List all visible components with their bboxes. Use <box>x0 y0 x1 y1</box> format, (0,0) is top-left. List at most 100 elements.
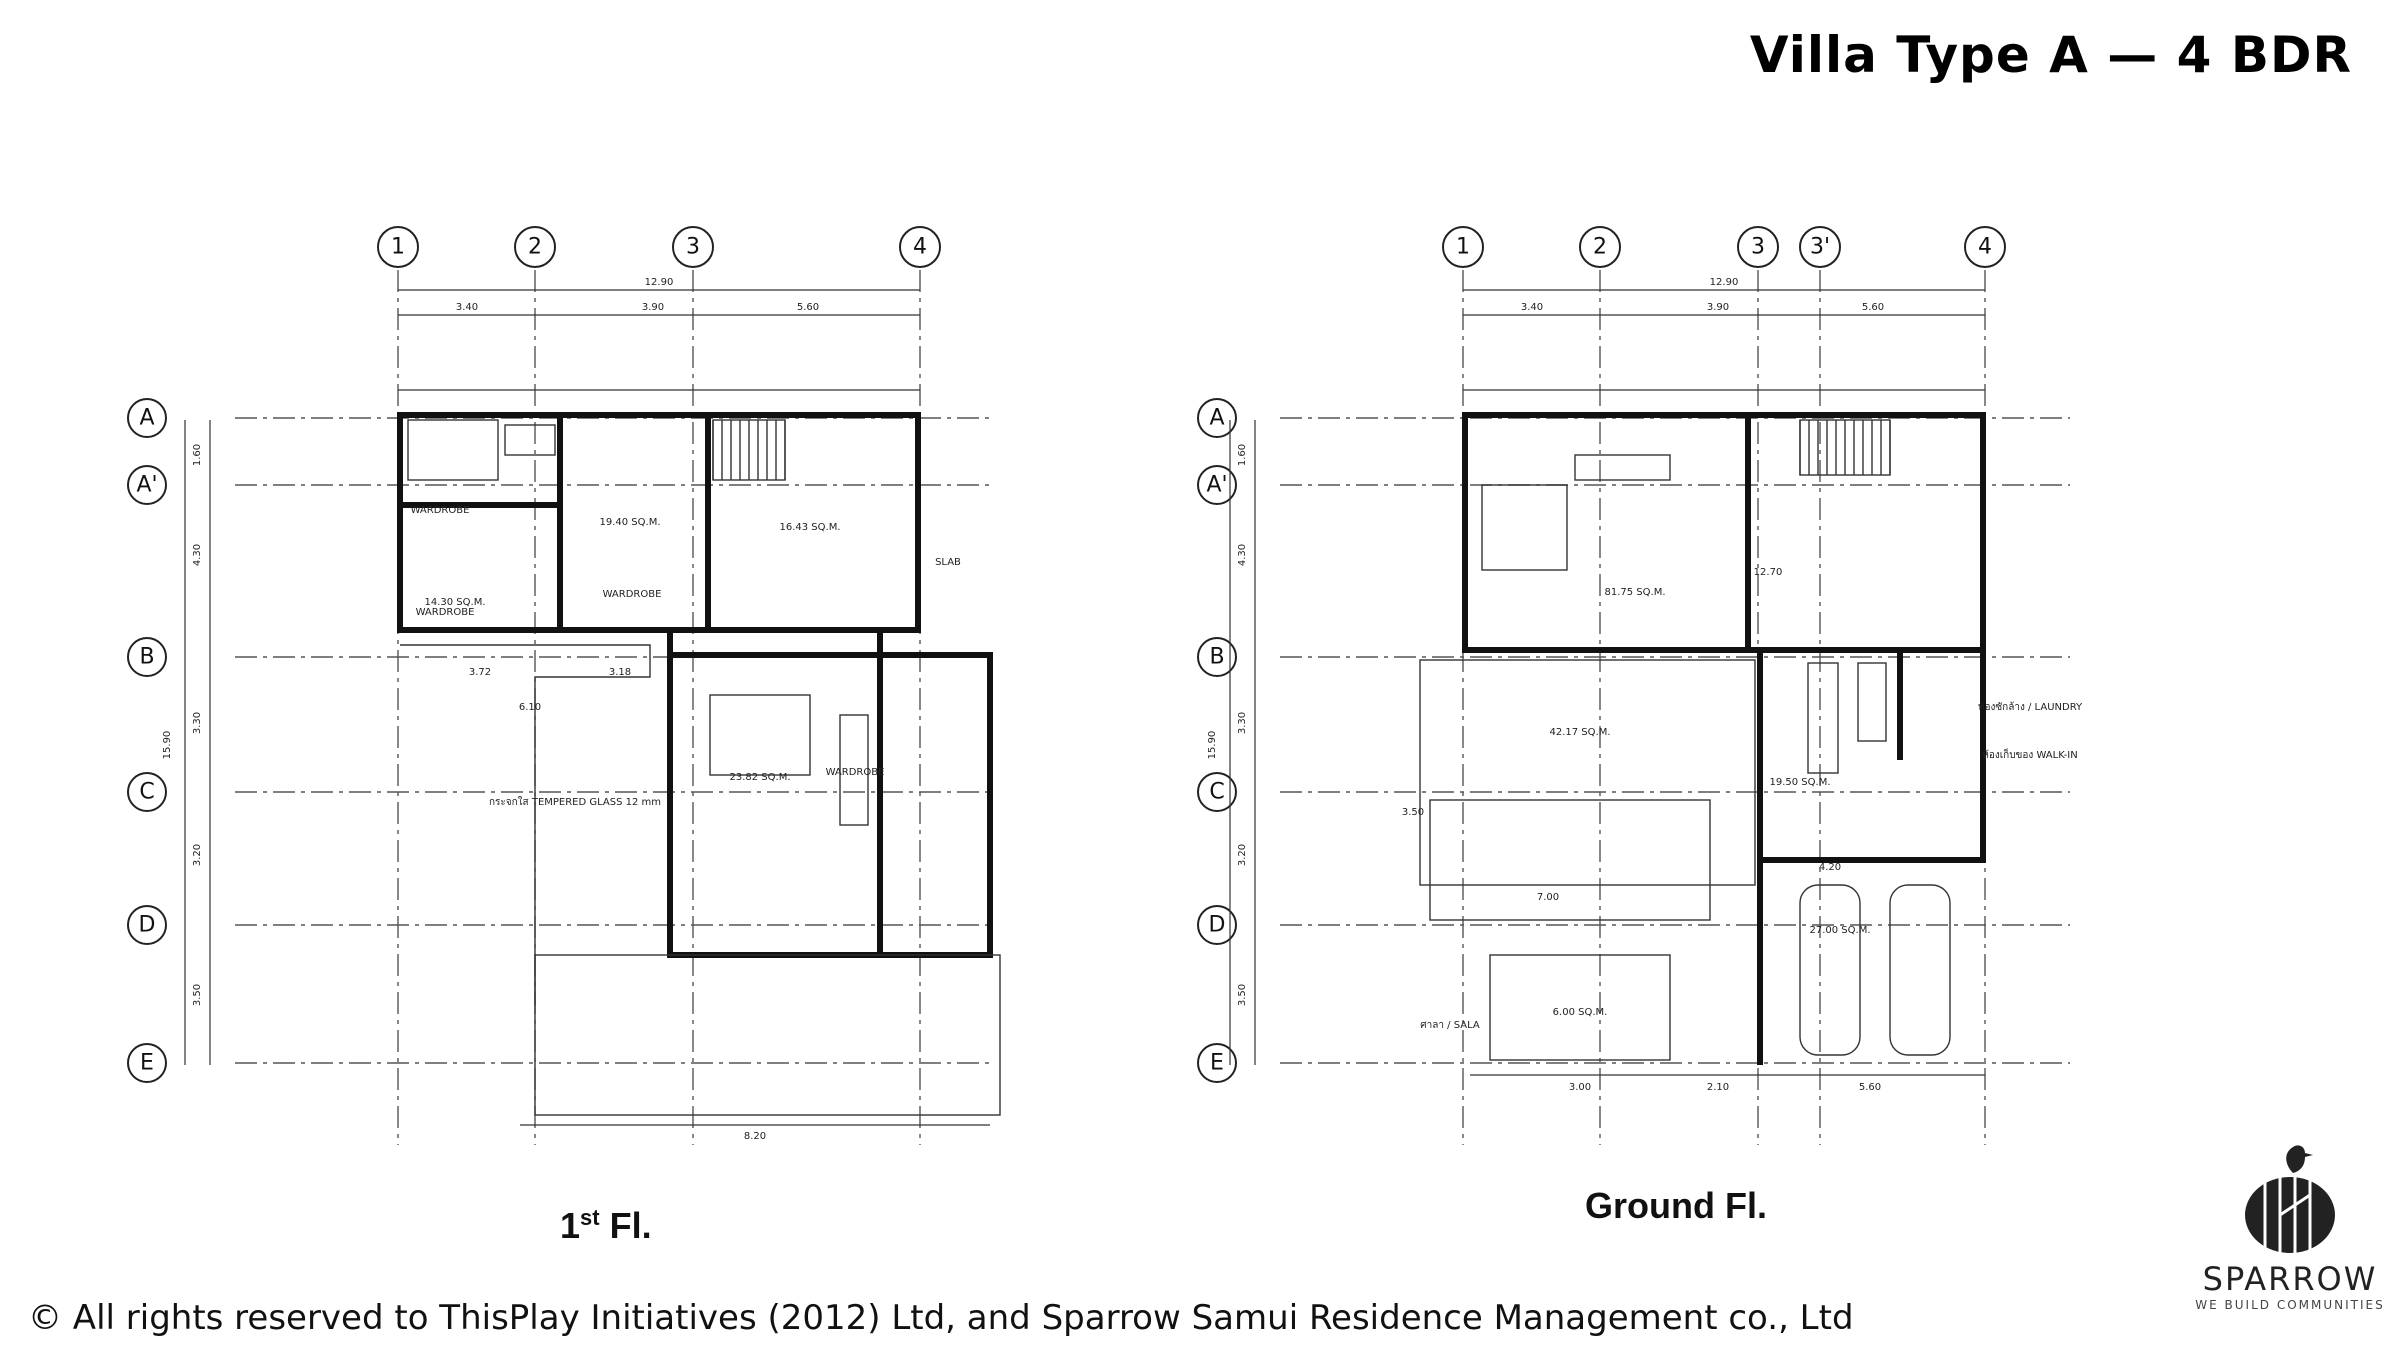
grid-bubble <box>1197 905 1237 945</box>
page-title: Villa Type A — 4 BDR <box>1749 26 2352 84</box>
grid-bubble <box>1737 226 1779 268</box>
copyright-notice: © All rights reserved to ThisPlay Initia… <box>28 1298 1854 1338</box>
sparrow-logo: SPARROW WE BUILD COMMUNITIES <box>2195 1135 2385 1312</box>
logo-name: SPARROW <box>2202 1260 2378 1298</box>
span-dim-3: 5.60 <box>1862 302 1884 313</box>
room-label: ห้องเก็บของ WALK-IN <box>1982 747 2078 761</box>
grid-bubble <box>1197 1043 1237 1083</box>
room-label: WARDROBE <box>603 589 662 600</box>
grid-bubble <box>127 905 167 945</box>
grid-column-label: 1 <box>391 235 405 260</box>
grid-column-label: 3' <box>1810 235 1830 260</box>
bottom-dim-1: 3.00 <box>1569 1082 1591 1093</box>
grid-bubble <box>672 226 714 268</box>
grid-column-label: 4 <box>913 235 927 260</box>
first-floor-label: 1st Fl. <box>560 1205 652 1247</box>
room-label: ศาลา / SALA <box>1420 1020 1480 1031</box>
grid-bubble <box>127 398 167 438</box>
first-floor-drawing: 1 2 3 4 A A' B C D E 12.90 3.40 3.90 5.60 8.20 1… <box>127 226 1001 1145</box>
grid-bubble <box>1197 772 1237 812</box>
grid-bubble <box>127 465 167 505</box>
grid-row-label: A' <box>136 473 157 498</box>
grid-row-label: C <box>139 780 154 805</box>
side-dim-2: 4.30 <box>1237 544 1248 566</box>
grid-bubble <box>377 226 419 268</box>
room-area: 19.50 SQ.M. <box>1769 777 1830 788</box>
grid-column-label: 4 <box>1978 235 1992 260</box>
room-area: 6.00 SQ.M. <box>1553 1007 1608 1018</box>
first-floor-label-rest: Fl. <box>599 1205 652 1246</box>
side-dim-3: 3.30 <box>192 712 203 734</box>
grid-column-label: 3 <box>686 235 700 260</box>
room-area: 81.75 SQ.M. <box>1604 587 1665 598</box>
room-area: 16.43 SQ.M. <box>779 522 840 533</box>
grid-row-label: B <box>1209 645 1224 670</box>
room-area: 14.30 SQ.M. <box>424 597 485 608</box>
side-dim-4: 3.20 <box>1237 844 1248 866</box>
grid-row-label: E <box>1210 1051 1224 1076</box>
dim-label: 4.20 <box>1819 862 1841 873</box>
side-dim-4: 3.20 <box>192 844 203 866</box>
first-floor-label-sup: st <box>580 1205 600 1230</box>
side-dim-2: 4.30 <box>192 544 203 566</box>
room-area: 23.82 SQ.M. <box>729 772 790 783</box>
room-label: WARDROBE <box>411 505 470 516</box>
grid-row-label: D <box>139 913 156 938</box>
grid-bubble <box>1197 637 1237 677</box>
side-dim-3: 3.30 <box>1237 712 1248 734</box>
grid-bubble <box>514 226 556 268</box>
span-dim-1: 3.40 <box>456 302 478 313</box>
grid-bubble <box>1964 226 2006 268</box>
ground-floor-label: Ground Fl. <box>1585 1185 1767 1226</box>
span-dim-3: 5.60 <box>797 302 819 313</box>
dim-label: 3.50 <box>1402 807 1424 818</box>
room-area: 42.17 SQ.M. <box>1549 727 1610 738</box>
room-area: 27.00 SQ.M. <box>1809 925 1870 936</box>
side-total-dim: 15.90 <box>162 731 173 760</box>
grid-bubble <box>1799 226 1841 268</box>
slab-label: SLAB <box>935 557 961 568</box>
span-dim-2: 3.90 <box>642 302 664 313</box>
first-floor-label-num: 1 <box>560 1205 581 1246</box>
grid-column-label: 2 <box>1593 235 1607 260</box>
stair-outline <box>712 419 786 481</box>
overall-dim: 12.90 <box>645 277 674 288</box>
glass-note: กระจกใส TEMPERED GLASS 12 mm <box>489 796 661 808</box>
grid-column-label: 1 <box>1456 235 1470 260</box>
grid-row-label: A' <box>1206 473 1227 498</box>
stair-outline <box>1799 419 1891 476</box>
grid-row-label: A <box>1209 406 1224 431</box>
grid-bubble <box>127 772 167 812</box>
side-dim-1: 1.60 <box>192 444 203 466</box>
dim-label: 12.70 <box>1754 567 1783 578</box>
grid-column-label: 3 <box>1751 235 1765 260</box>
grid-bubble <box>1442 226 1484 268</box>
dim-label: 3.72 <box>469 667 491 678</box>
grid-bubble <box>1197 398 1237 438</box>
side-dim-1: 1.60 <box>1237 444 1248 466</box>
grid-row-label: E <box>140 1051 154 1076</box>
grid-row-label: B <box>139 645 154 670</box>
bottom-dim: 8.20 <box>744 1131 766 1142</box>
grid-column-label: 2 <box>528 235 542 260</box>
span-dim-1: 3.40 <box>1521 302 1543 313</box>
grid-row-label: C <box>1209 780 1224 805</box>
room-label: ห้องซักล้าง / LAUNDRY <box>1978 701 2083 713</box>
grid-bubble <box>127 1043 167 1083</box>
side-dim-5: 3.50 <box>192 984 203 1006</box>
grid-bubble <box>1579 226 1621 268</box>
room-label: WARDROBE <box>416 607 475 618</box>
side-total-dim: 15.90 <box>1207 731 1218 760</box>
span-dim-2: 3.90 <box>1707 302 1729 313</box>
overall-dim: 12.90 <box>1710 277 1739 288</box>
dim-label: 6.10 <box>519 702 541 713</box>
dim-label: 3.18 <box>609 667 631 678</box>
grid-bubble <box>127 637 167 677</box>
bird-logo-icon <box>2245 1145 2335 1253</box>
grid-bubble <box>1197 465 1237 505</box>
room-area: 19.40 SQ.M. <box>599 517 660 528</box>
dim-label: 7.00 <box>1537 892 1559 903</box>
grid-row-label: A <box>139 406 154 431</box>
